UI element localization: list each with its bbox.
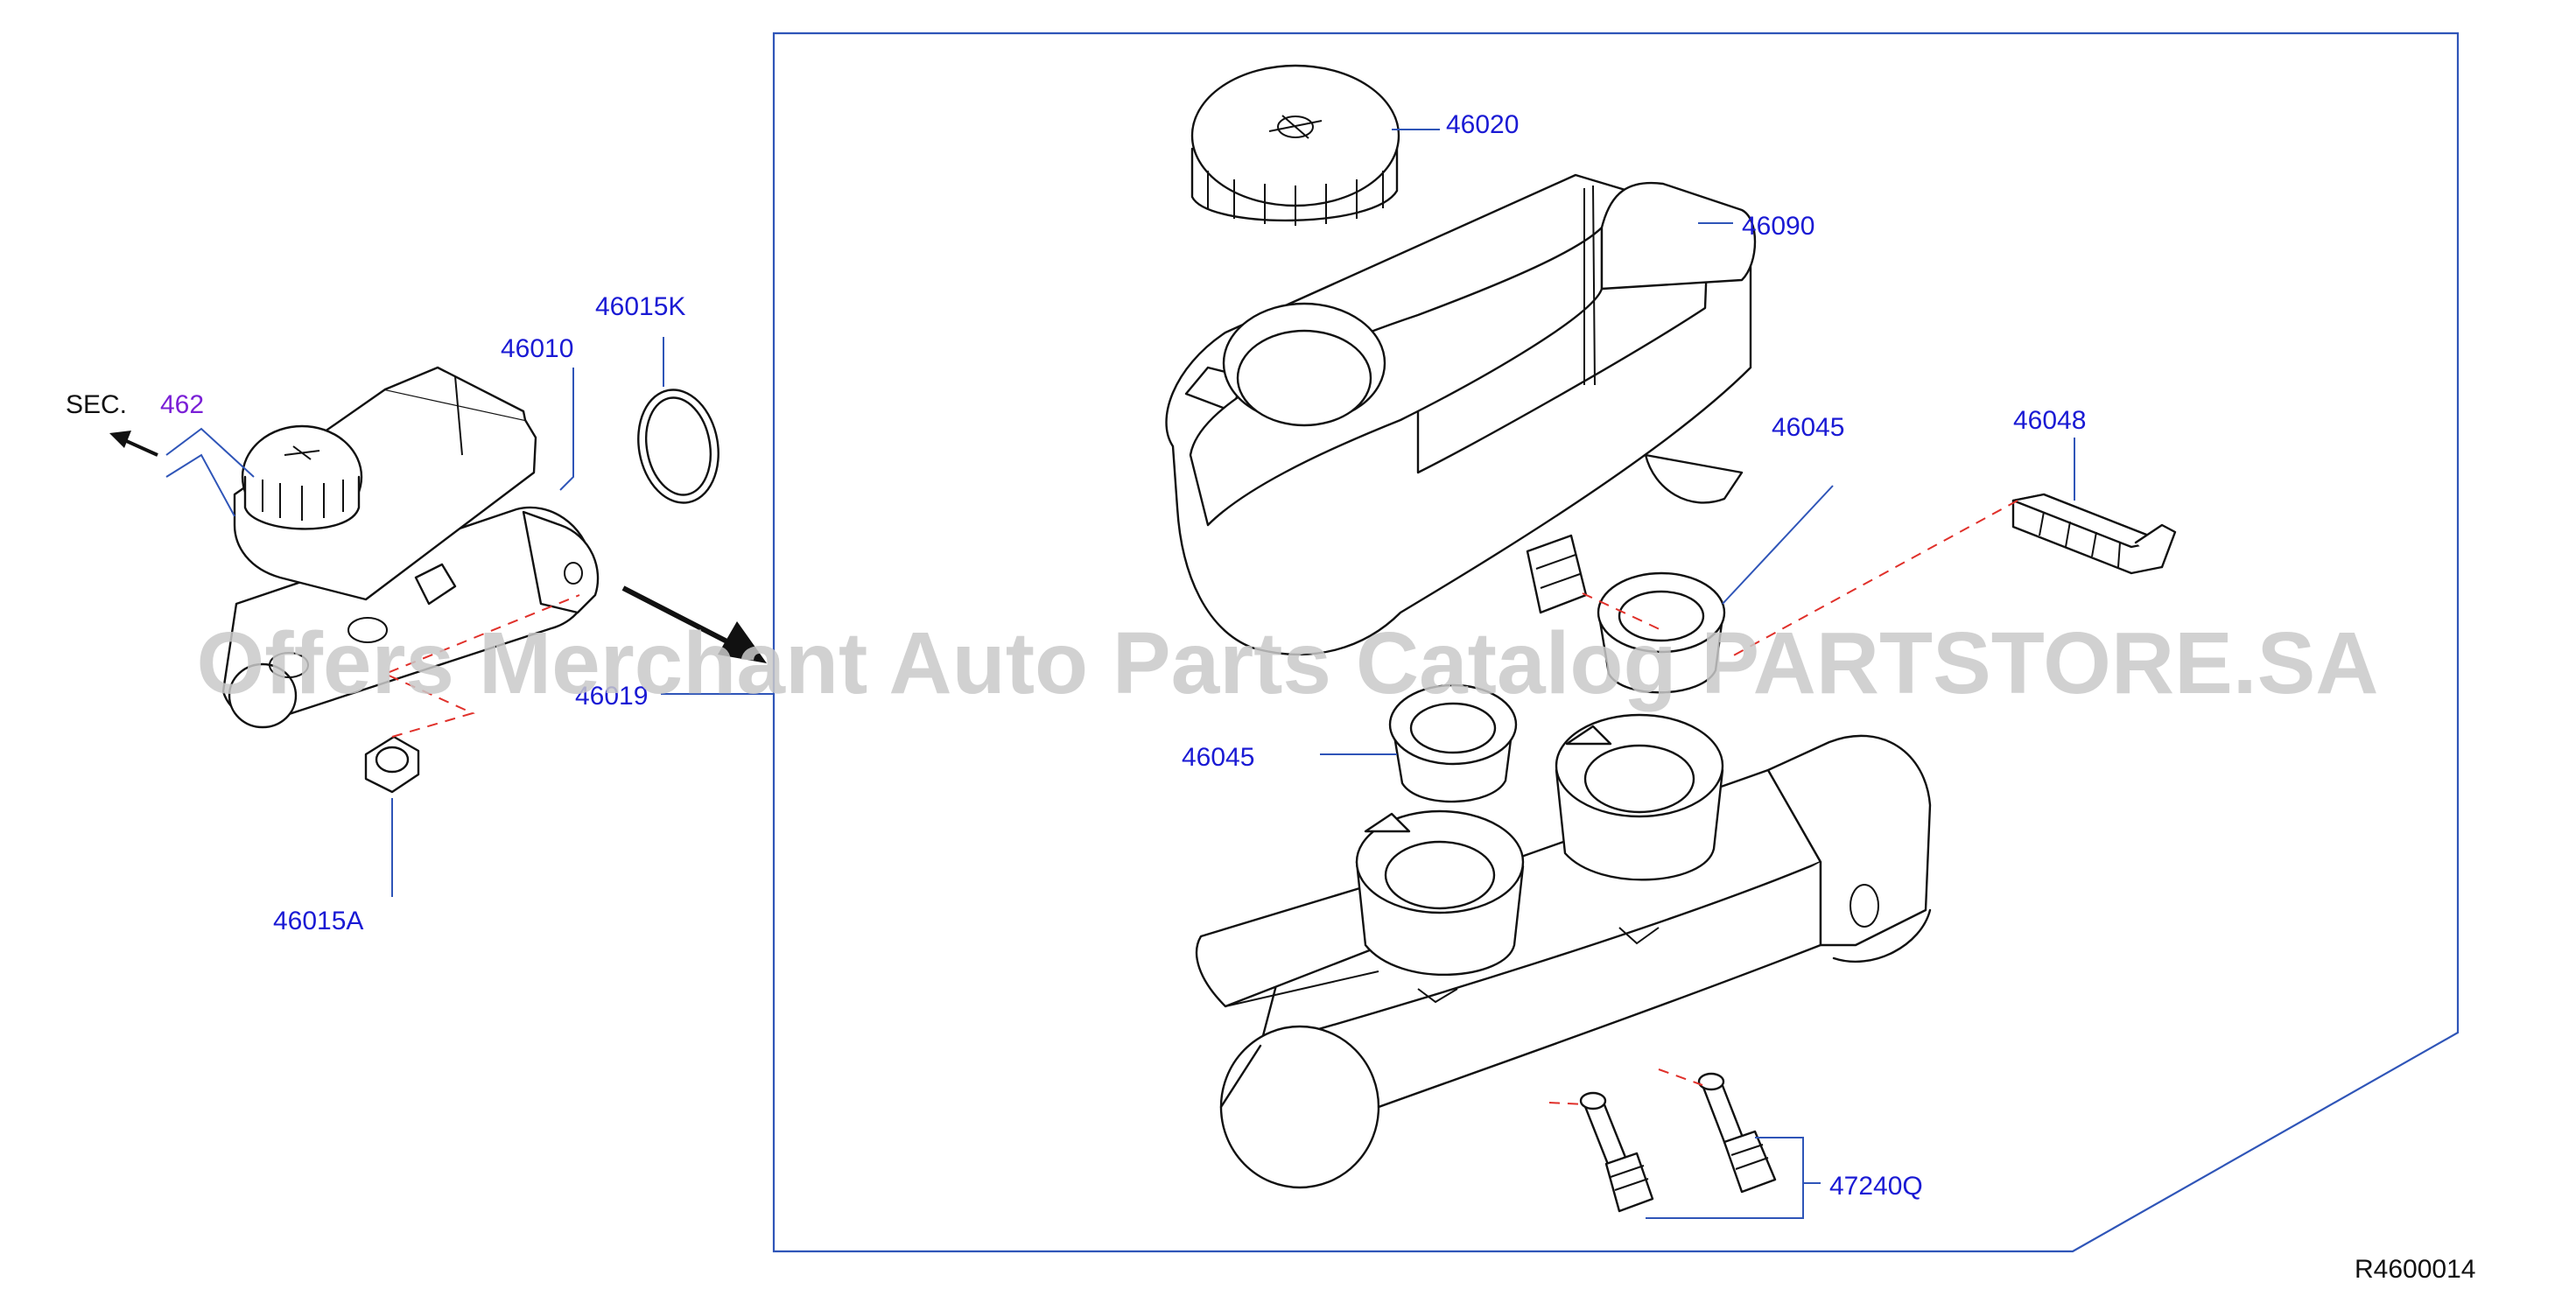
- label-46020[interactable]: 46020: [1446, 110, 1519, 139]
- nut-46015A[interactable]: [364, 735, 420, 794]
- label-46019[interactable]: 46019: [575, 682, 648, 711]
- bleeder-valve-47240Q-a[interactable]: [1579, 1091, 1654, 1213]
- reservoir-cap-46020[interactable]: [1190, 64, 1400, 226]
- bleeder-valve-47240Q-b[interactable]: [1697, 1072, 1777, 1194]
- label-46010[interactable]: 46010: [501, 334, 573, 363]
- sec-prefix-label: SEC.: [66, 390, 127, 419]
- o-ring-46015K[interactable]: [629, 383, 726, 509]
- label-46015K[interactable]: 46015K: [595, 292, 685, 321]
- grommet-46045-bottom[interactable]: [1388, 683, 1518, 803]
- label-47240Q[interactable]: 47240Q: [1829, 1172, 1923, 1201]
- leader-46010: [559, 368, 574, 491]
- label-46045-bottom[interactable]: 46045: [1182, 743, 1254, 772]
- detail-frame: [772, 32, 2460, 1253]
- diagram-id: R4600014: [2355, 1255, 2475, 1284]
- grommet-46045-top[interactable]: [1597, 571, 1726, 694]
- label-46045-top[interactable]: 46045: [1772, 413, 1844, 442]
- level-sensor-46048[interactable]: [2011, 493, 2177, 575]
- watermark: Offers Merchant Auto Parts Catalog PARTS…: [197, 614, 2379, 712]
- leader-sec: [165, 427, 255, 517]
- ghost-line-sensor: [1582, 500, 2018, 659]
- label-46048[interactable]: 46048: [2013, 406, 2086, 435]
- label-46090[interactable]: 46090: [1742, 212, 1814, 241]
- label-46015A[interactable]: 46015A: [273, 907, 363, 935]
- reservoir-tank-46090[interactable]: [1165, 173, 1757, 656]
- leader-46045-top: [1722, 485, 1834, 605]
- sec-ref-link[interactable]: 462: [160, 390, 204, 419]
- ghost-line-nut: [383, 594, 580, 738]
- master-cylinder-assembly-overview[interactable]: [221, 366, 600, 729]
- detail-arrow: [621, 585, 767, 663]
- master-cylinder-body-detail[interactable]: [1195, 713, 1932, 1189]
- sec-arrow: [109, 431, 158, 457]
- ghost-line-bleeders: [1548, 1068, 1703, 1105]
- leader-47240Q: [1646, 1137, 1821, 1219]
